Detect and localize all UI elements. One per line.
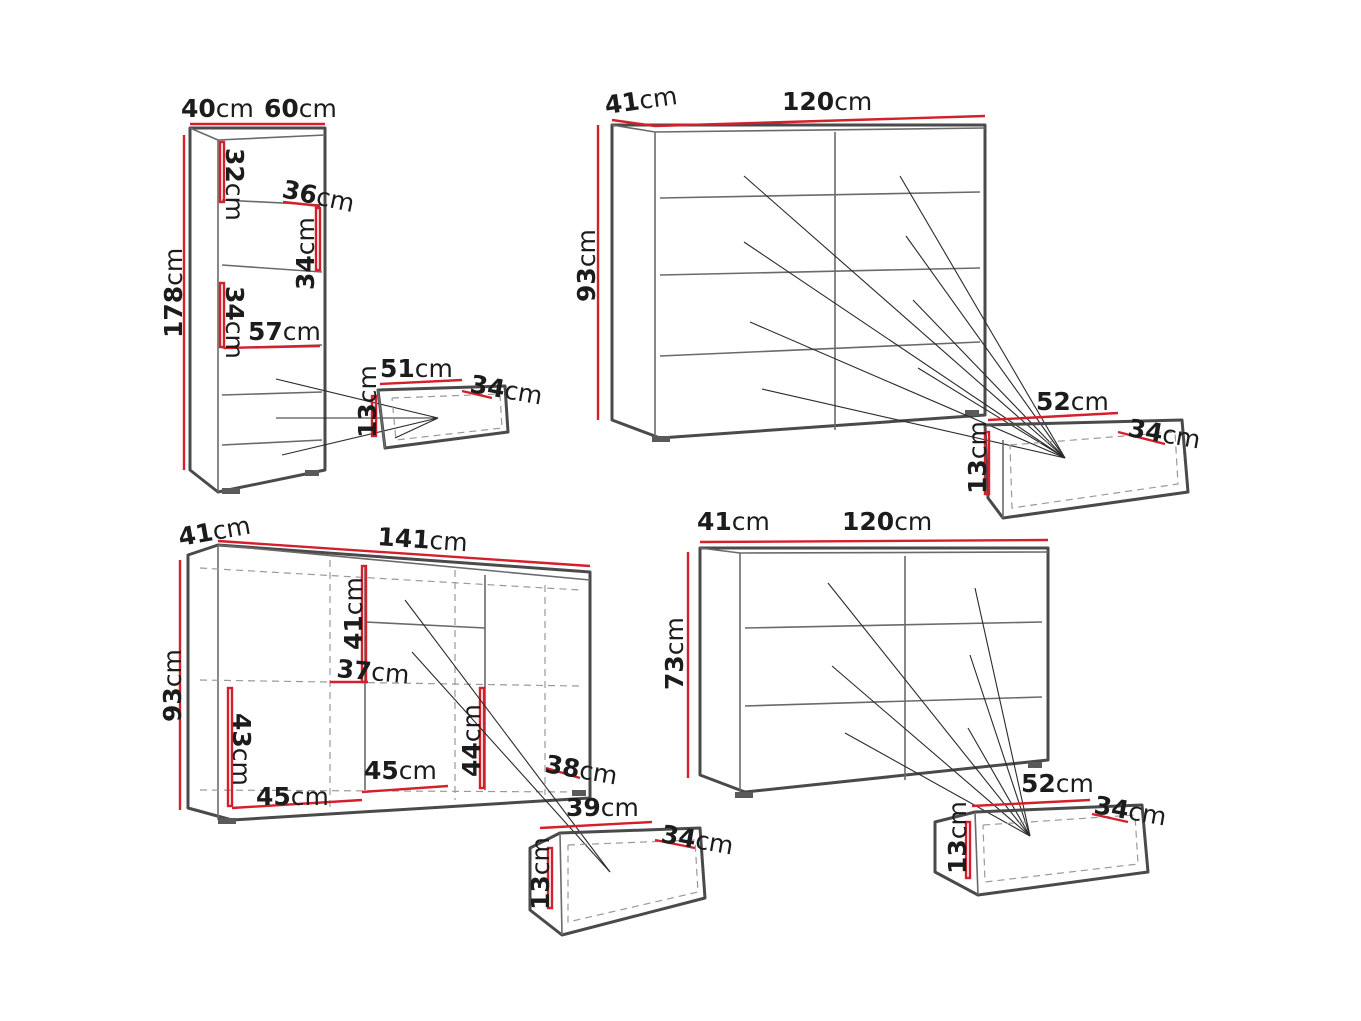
sideboard-low-drawing xyxy=(686,538,1050,837)
sideboard-low-drawer-depth-label: 34cm xyxy=(1092,790,1169,831)
sideboard-tall-height-label: 93cm xyxy=(572,229,601,302)
sideboard-wide-drawer-height-label: 13cm xyxy=(526,837,555,910)
bookcase-drawer-depth-label: 34cm xyxy=(468,369,545,410)
sideboard-tall-depth-label: 41cm xyxy=(603,81,679,120)
sideboard-wide-base-center-label: 45cm xyxy=(364,756,437,785)
sideboard-wide-right-compartment-label: 44cm xyxy=(457,704,486,777)
sideboard-low-depth-label: 41cm xyxy=(697,507,770,536)
bookcase-drawer-drawing xyxy=(370,378,510,450)
bookcase-shelf-gap-top-label: 32cm xyxy=(220,148,249,221)
sideboard-tall-drawing xyxy=(596,114,1066,459)
sideboard-low-drawer-height-label: 13cm xyxy=(943,801,972,874)
sideboard-wide-height-label: 93cm xyxy=(158,649,187,722)
bookcase-drawing xyxy=(182,122,439,494)
sideboard-tall-drawer-drawing xyxy=(983,411,1190,520)
sideboard-low-drawer-drawing xyxy=(933,798,1150,897)
sideboard-tall-drawer-depth-label: 34cm xyxy=(1126,413,1203,454)
sideboard-low-width-label: 120cm xyxy=(842,507,932,536)
bookcase-width-label: 60cm xyxy=(264,94,337,123)
bookcase-shelf-depth-label: 36cm xyxy=(280,175,357,219)
sideboard-wide-drawing xyxy=(178,539,611,873)
sideboard-wide-drawer-depth-label: 34cm xyxy=(659,819,736,860)
sideboard-wide-upper-compartment-label: 41cm xyxy=(339,577,368,650)
sideboard-wide-compartment-width-label: 37cm xyxy=(335,654,410,689)
sideboard-wide-left-compartment-label: 43cm xyxy=(227,713,256,786)
sideboard-wide-inner-depth-label: 38cm xyxy=(543,749,620,790)
sideboard-low-drawer-width-label: 52cm xyxy=(1021,769,1094,798)
sideboard-tall-drawer-height-label: 13cm xyxy=(963,421,992,494)
sideboard-wide-width-label: 141cm xyxy=(377,522,469,557)
bookcase-shelf-gap-mid-label: 34cm xyxy=(291,217,320,290)
sideboard-low-height-label: 73cm xyxy=(660,617,689,690)
bookcase-drawer-height-label: 13cm xyxy=(353,365,382,438)
bookcase-inner-width-label: 57cm xyxy=(248,317,321,346)
bookcase-depth-label: 40cm xyxy=(181,94,254,123)
sideboard-wide-depth-label: 41cm xyxy=(176,511,253,552)
bookcase-height-label: 178cm xyxy=(159,248,188,338)
bookcase-shelf-gap-low-label: 34cm xyxy=(220,286,249,359)
bookcase-drawer-width-label: 51cm xyxy=(380,354,453,383)
sideboard-tall-drawer-width-label: 52cm xyxy=(1036,387,1109,416)
sideboard-wide-base-left-label: 45cm xyxy=(256,782,329,811)
sideboard-tall-width-label: 120cm xyxy=(782,87,872,116)
sideboard-wide-drawer-width-label: 39cm xyxy=(566,793,639,822)
sideboard-wide-drawer-drawing xyxy=(528,820,707,937)
dimension-labels: 40cm 60cm 178cm 32cm 36cm 34cm 34cm 57cm… xyxy=(158,81,1203,910)
